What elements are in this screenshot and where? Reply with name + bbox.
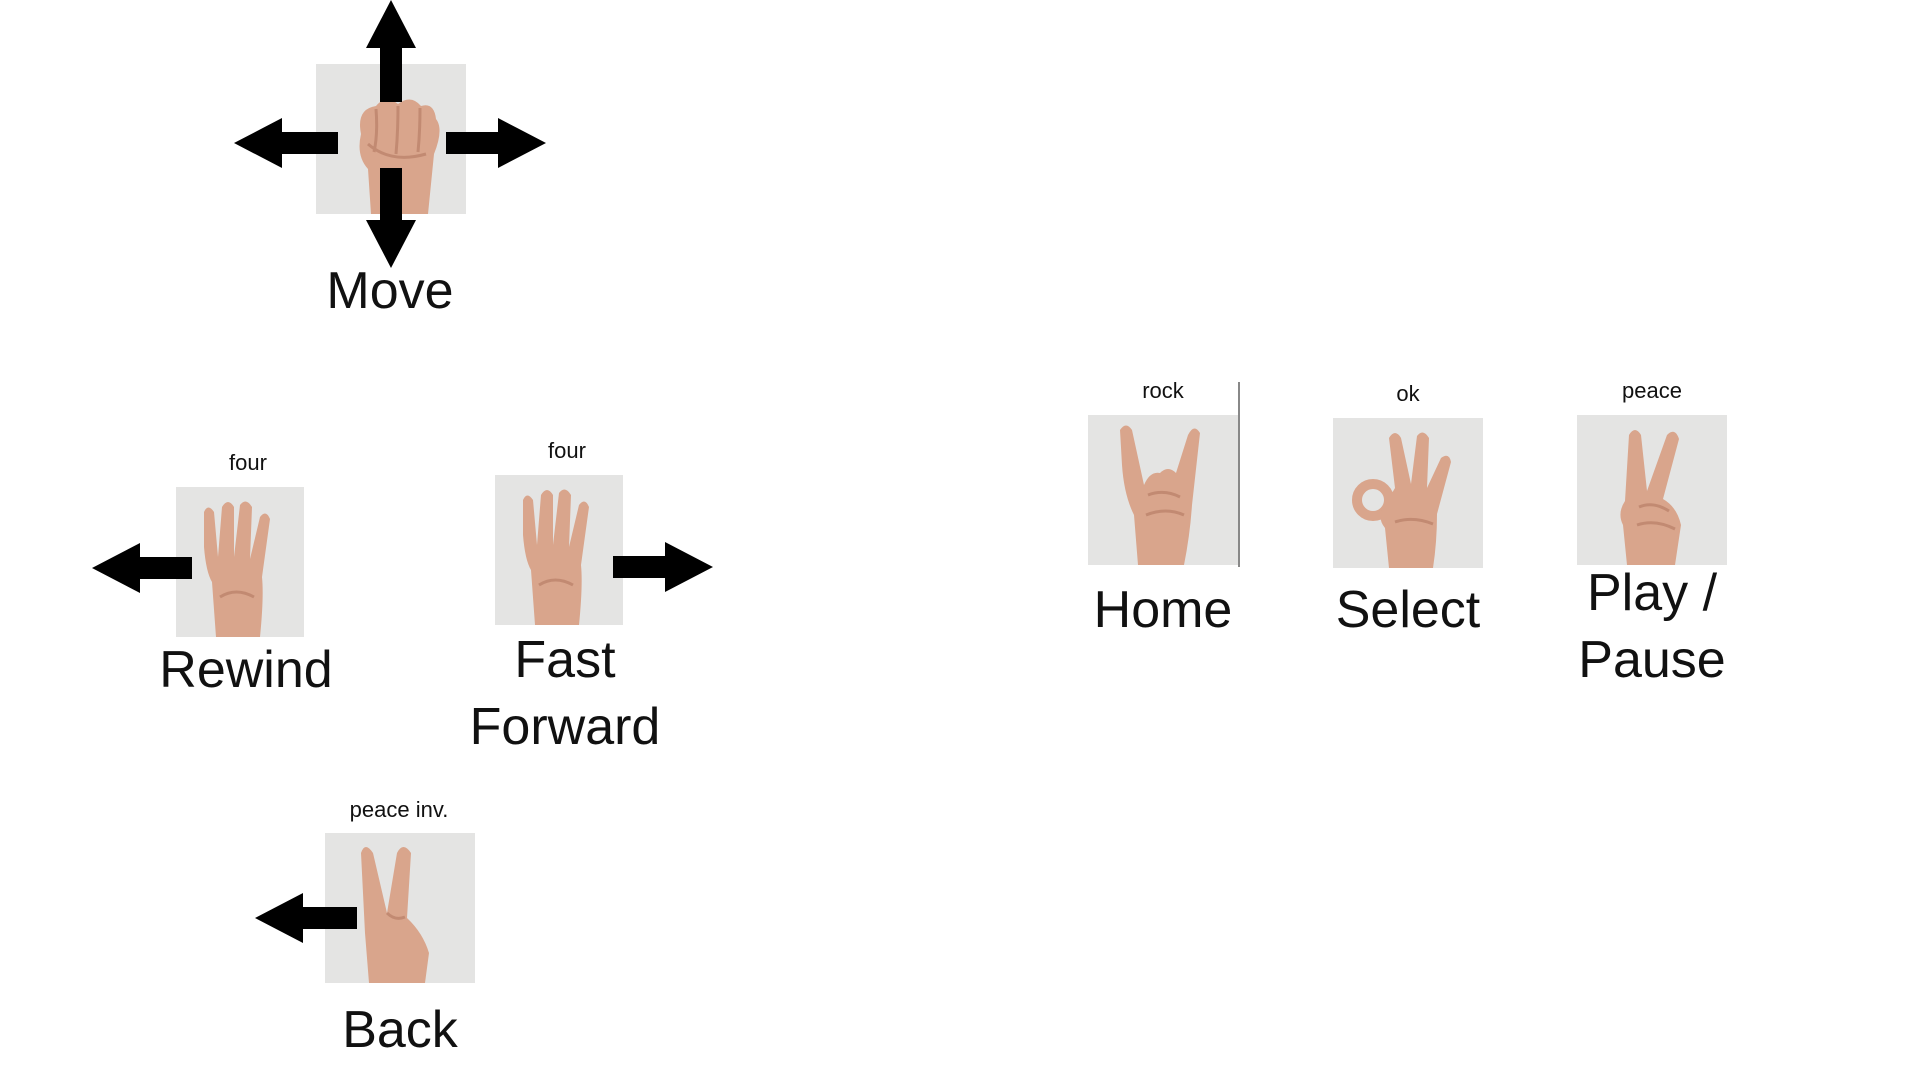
four-fingers-hand-image <box>495 475 623 625</box>
right-arrow-icon <box>613 542 713 592</box>
left-arrow-icon <box>92 543 192 593</box>
play-pause-gesture-label: peace <box>1622 378 1682 403</box>
ok-hand-image <box>1333 418 1483 568</box>
play-pause-label-line1: Play / <box>1586 564 1718 622</box>
play-pause-label-line2: Pause <box>1578 631 1726 689</box>
rewind-gesture-label: four <box>229 450 267 475</box>
rock-hand-image <box>1088 415 1238 565</box>
fast-forward-gesture-label: four <box>548 438 586 463</box>
four-fingers-hand-image <box>176 487 304 637</box>
home-gesture-label: rock <box>1142 378 1184 403</box>
select-gesture-label: ok <box>1396 381 1420 406</box>
rewind-label: Rewind <box>159 641 333 699</box>
peace-hand-image <box>1577 415 1727 565</box>
select-label: Select <box>1335 581 1481 639</box>
left-arrow-icon <box>234 118 338 168</box>
right-arrow-icon <box>446 118 546 168</box>
image-divider <box>1238 382 1240 567</box>
back-label: Back <box>342 1001 458 1059</box>
down-arrow-icon <box>366 168 416 268</box>
move-label: Move <box>326 262 454 320</box>
home-label: Home <box>1093 581 1233 639</box>
fast-forward-label-line1: Fast <box>514 631 616 689</box>
fast-forward-label-line2: Forward <box>469 698 661 756</box>
back-gesture-label: peace inv. <box>349 797 449 822</box>
up-arrow-icon <box>366 0 416 102</box>
left-arrow-icon <box>255 893 357 943</box>
